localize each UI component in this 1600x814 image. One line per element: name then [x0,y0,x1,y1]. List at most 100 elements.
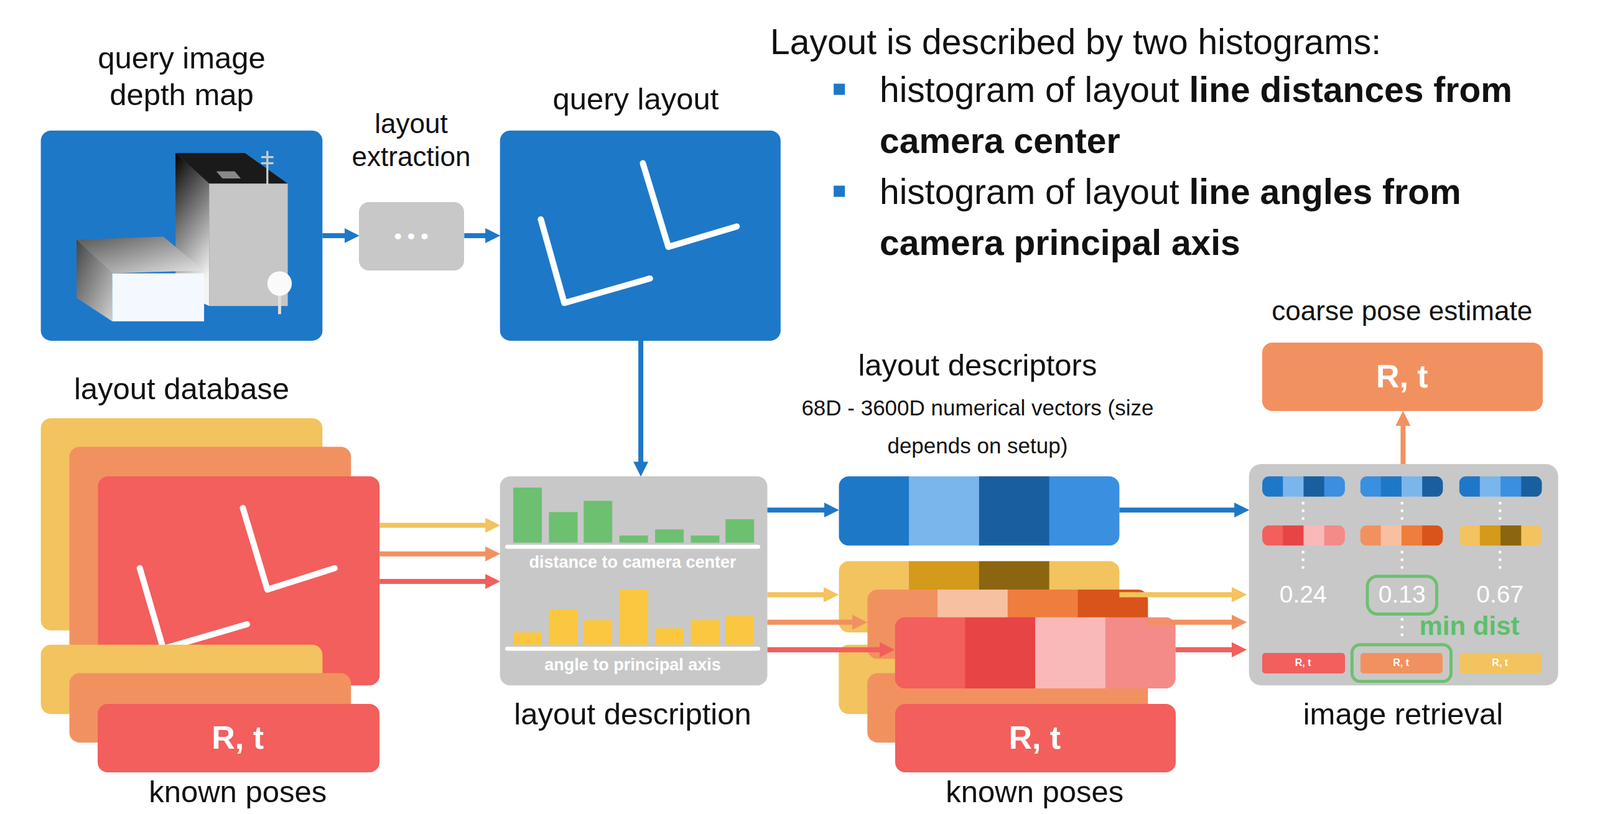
retrieval-bars-part-part [1262,476,1284,498]
node-text: distance to camera center [528,552,736,573]
descriptor-arrows-part [767,647,886,653]
node-box: query image depth map [41,130,323,341]
retrieval-bars-part-part [1303,476,1325,498]
histograms-part-part [583,620,613,645]
retrieval-bars-part [1360,525,1444,547]
depth-map-part [261,162,274,165]
histograms-part-part [513,632,542,646]
node-text: R, t [1295,657,1312,670]
dots-part [1302,551,1305,574]
histograms-part-part [513,487,542,544]
node-text: query layout [552,80,719,118]
node-text: R, t [211,718,264,758]
text-label: 0.13 [1378,581,1426,609]
descriptor-bars-part-part [979,476,1051,547]
descriptor-bars-part-part [1105,617,1176,689]
descriptor-bars-part-part [838,476,910,547]
bullets [833,83,845,198]
retrieval-bars-part-part [1422,476,1443,498]
descriptor-arrows [767,594,1238,651]
node-text: layout description [513,696,751,733]
histograms-part [505,544,761,550]
node-box: coarse pose estimateR, t [1262,342,1543,412]
node-text: R, t [1376,357,1429,396]
node-box: distance to camera centerangle to princi… [500,476,768,686]
text-label: min dist [1419,611,1520,642]
histograms-part-part [583,500,613,543]
arrow-connector [322,233,351,239]
descriptor-arrows-part [767,592,830,598]
retrieval-bars-part-part [1381,476,1403,498]
min-highlight-part [1351,645,1451,682]
depth-map-part [267,271,292,296]
histograms-part-part [725,519,754,544]
retrieval-panel: image retrievalR, tR, tR, t [1249,464,1559,686]
retrieval-bars-part-part [1303,525,1325,547]
arrow-connector [464,233,491,239]
retrieval-bars-part [1360,476,1444,498]
retrieval-bars-part-part [1360,525,1382,547]
retrieval-bars-part-part [1422,525,1443,547]
arrow-connector [767,507,831,513]
dots-part [1400,502,1404,523]
retrieval-bars-part-part [1479,525,1502,547]
retrieval-bars-part-part [1520,525,1542,547]
query-layout-part [500,130,781,341]
node-box: layout database [97,476,380,686]
node-box: query layout [500,130,781,341]
node-text: R, t [1491,657,1508,670]
retrieval-bars-part-part [1500,525,1522,547]
retrieval-bars-part-part [1360,476,1382,498]
histograms-part [513,487,754,544]
histograms-part [505,646,761,652]
node-box: layout descriptors68D - 3600D numerical … [838,476,1120,547]
retrieval-bars-part [1459,476,1543,498]
histograms-part [500,476,768,686]
histograms-part-part [690,620,720,645]
dots-part [1400,551,1404,574]
node-text: known poses [148,773,327,810]
descriptor-bars-part-part [1049,476,1120,547]
arrow-connector [379,523,492,529]
node-text: query image depth map [63,39,300,114]
query-layout-part [642,162,737,247]
retrieval-bars-part [1262,476,1345,498]
retrieval-bars-part-part [1324,525,1345,547]
retrieval-bars-part-part [1500,476,1522,498]
text-label: Layout is described by two histograms: [770,21,1382,62]
text-label: histogram of layout [879,69,1180,110]
depth-map-part [111,273,205,322]
retrieval-bars-part-part [1459,476,1481,498]
histograms-part-part [655,628,684,645]
retrieval-bars-part-part [1324,476,1345,498]
node-box: layout extraction• • • [358,202,465,271]
node-text: layout extraction [327,107,496,174]
node-text: coarse pose estimate [1271,294,1533,328]
descriptor-bars-part [895,617,1176,689]
histograms-part-part [548,610,578,646]
histograms-part [513,589,754,646]
retrieval-bars-part-part [1381,525,1403,547]
query-layout-part [540,219,651,304]
retrieval-bars-part-part [1459,525,1481,547]
bullets-part [833,186,845,198]
text-label: histogram of layout [879,171,1180,212]
descriptor-bars-part-part [964,617,1036,689]
node-text: R, t [1008,718,1061,758]
node-box: R, tknown poses [895,704,1176,773]
descriptor-arrows-part [1175,647,1238,653]
retrieval-bars-part-part [1401,525,1423,547]
histograms-part-part [619,535,649,543]
descriptor-bars [838,476,1176,743]
dots-part [1302,502,1305,523]
descriptor-bars-part [838,476,1120,547]
descriptor-bars-part-part [1035,617,1107,689]
histograms-part-part [655,529,684,543]
node-text: layout database [74,370,290,408]
retrieval-bars-part-part [1282,525,1304,547]
retrieval-panel-part [1249,464,1559,686]
min-highlight-part [1367,576,1438,615]
retrieval-bars-part-part [1520,476,1542,498]
node-text: known poses [945,773,1124,810]
depth-map-part [216,171,241,179]
